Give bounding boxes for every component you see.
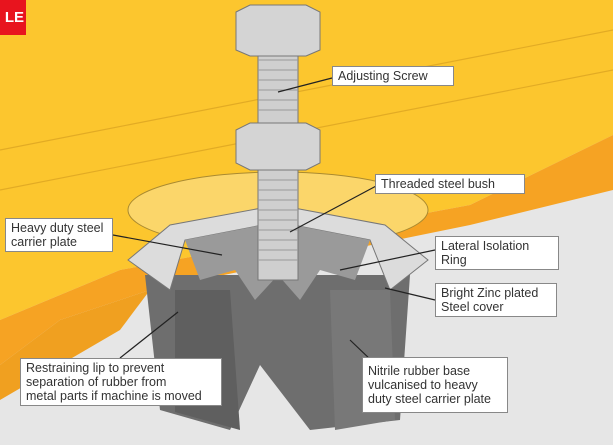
brand-badge: LE: [0, 0, 26, 35]
label-lateral-isolation-ring: Lateral Isolation Ring: [435, 236, 559, 270]
lock-nut: [235, 122, 321, 171]
label-adjusting-screw: Adjusting Screw: [332, 66, 454, 86]
label-zinc-cover: Bright Zinc plated Steel cover: [435, 283, 557, 317]
bolt-head: [235, 4, 321, 57]
label-nitrile-base: Nitrile rubber base vulcanised to heavy …: [362, 357, 508, 413]
label-restraining-lip: Restraining lip to prevent separation of…: [20, 358, 222, 406]
steel-cover: [127, 204, 429, 291]
label-threaded-steel-bush: Threaded steel bush: [375, 174, 525, 194]
label-carrier-plate: Heavy duty steel carrier plate: [5, 218, 113, 252]
